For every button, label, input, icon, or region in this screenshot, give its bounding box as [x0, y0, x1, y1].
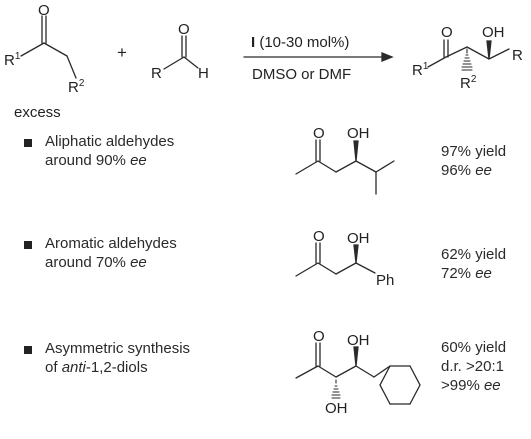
example-3-hydroxyl-top-label: OH — [347, 332, 370, 349]
example-3-line2: of anti-1,2-diols — [45, 359, 148, 376]
example-2-result: 62% yield 72% ee — [441, 245, 506, 283]
aldol-product-structure — [427, 39, 510, 71]
ketone-structure — [20, 15, 77, 79]
ketone-r1-label: R1 — [4, 51, 21, 69]
example-3-oxygen-label: O — [313, 328, 325, 345]
solvent-label: DMSO or DMF — [252, 66, 351, 83]
example-3-description: Asymmetric synthesis of anti-1,2-diols — [45, 339, 190, 377]
example-2-phenyl-label: Ph — [376, 272, 394, 289]
catalyst-label: I (10-30 mol%) — [251, 34, 349, 51]
example-2-description: Aromatic aldehydes around 70% ee — [45, 234, 177, 272]
example-3-dr: d.r. >20:1 — [441, 358, 504, 375]
example-3-hydroxyl-bottom-label: OH — [325, 400, 348, 417]
example-1-oxygen-label: O — [313, 125, 325, 142]
example-3-bullet — [24, 346, 32, 354]
aldehyde-r-label: R — [151, 65, 162, 82]
aldehyde-oxygen-label: O — [178, 21, 190, 38]
example-3-line1: Asymmetric synthesis — [45, 340, 191, 357]
example-1-hydroxyl-label: OH — [347, 125, 370, 142]
product-r2-label: R2 — [460, 74, 477, 92]
example-1-ee: 96% ee — [441, 162, 492, 179]
example-2-line1: Aromatic aldehydes — [45, 235, 177, 252]
product-r-label: R — [512, 47, 523, 64]
example-2-yield: 62% yield — [441, 246, 507, 263]
example-1-result: 97% yield 96% ee — [441, 142, 506, 180]
product-r1-label: R1 — [412, 61, 429, 79]
example-2-line2: around 70% ee — [45, 254, 147, 271]
aldehyde-h-label: H — [198, 65, 209, 82]
example-3-structure — [295, 342, 421, 405]
example-3-ee: >99% ee — [441, 377, 501, 394]
example-2-bullet — [24, 241, 32, 249]
example-1-structure — [295, 139, 395, 195]
example-3-yield: 60% yield — [441, 339, 507, 356]
ketone-oxygen-label: O — [38, 2, 50, 19]
example-1-line2: around 90% ee — [45, 152, 147, 169]
example-1-yield: 97% yield — [441, 143, 507, 160]
example-1-line1: Aliphatic aldehydes — [45, 133, 175, 150]
example-1-description: Aliphatic aldehydes around 90% ee — [45, 132, 174, 170]
excess-label: excess — [14, 104, 61, 121]
example-2-hydroxyl-label: OH — [347, 230, 370, 247]
example-2-ee: 72% ee — [441, 265, 492, 282]
plus-sign: + — [117, 43, 127, 62]
ketone-r2-label: R2 — [68, 78, 85, 96]
aldehyde-structure — [163, 35, 199, 70]
product-oxygen-label: O — [441, 24, 453, 41]
example-3-result: 60% yield d.r. >20:1 >99% ee — [441, 338, 506, 395]
product-hydroxyl-label: OH — [482, 24, 505, 41]
reaction-arrow — [243, 52, 394, 62]
example-1-bullet — [24, 139, 32, 147]
example-2-structure — [295, 242, 376, 277]
example-2-oxygen-label: O — [313, 228, 325, 245]
